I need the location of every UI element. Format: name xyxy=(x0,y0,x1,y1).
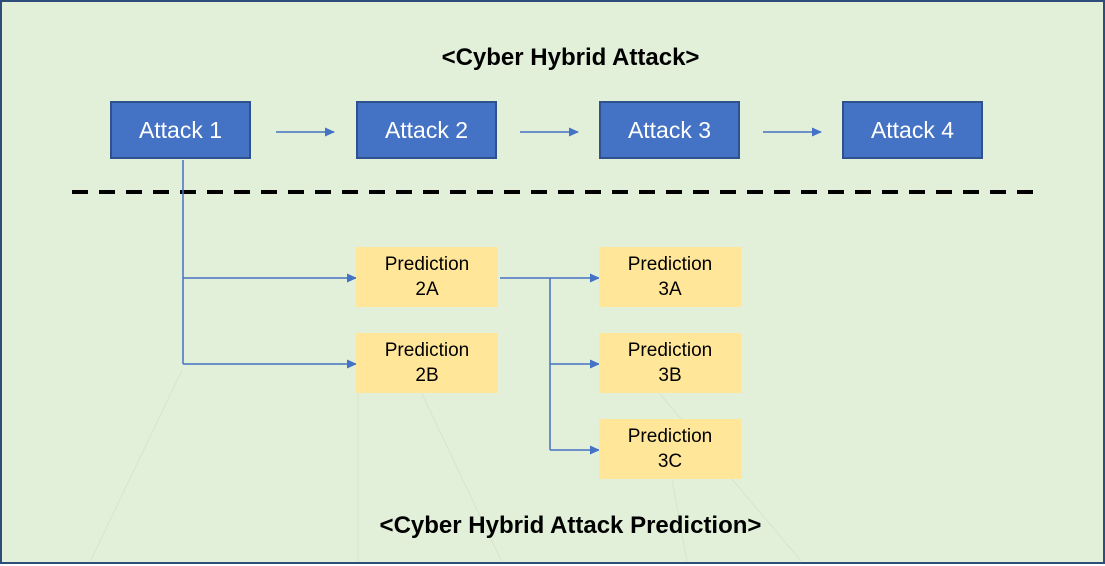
prediction-2b-line2: 2B xyxy=(415,365,439,386)
prediction-3b-line2: 3B xyxy=(658,365,682,386)
prediction-3a-line1: Prediction xyxy=(627,254,713,275)
attack-1-box: Attack 1 xyxy=(110,101,251,159)
prediction-2a-box: Prediction 2A xyxy=(356,247,498,307)
prediction-3b-box: Prediction 3B xyxy=(599,333,741,393)
prediction-2a-line2: 2A xyxy=(415,279,439,300)
title-cyber-hybrid-attack-prediction: <Cyber Hybrid Attack Prediction> xyxy=(379,512,762,539)
prediction-3c-box: Prediction 3C xyxy=(599,419,741,479)
prediction-2b-box: Prediction 2B xyxy=(356,333,498,393)
attack-2-box: Attack 2 xyxy=(356,101,497,159)
prediction-2a-line1: Prediction xyxy=(384,254,470,275)
prediction-3a-box: Prediction 3A xyxy=(599,247,741,307)
prediction-2b-line1: Prediction xyxy=(384,340,470,361)
prediction-3b-line1: Prediction xyxy=(627,340,713,361)
prediction-3c-line1: Prediction xyxy=(627,426,713,447)
title-cyber-hybrid-attack: <Cyber Hybrid Attack> xyxy=(441,44,700,71)
attack-3-box: Attack 3 xyxy=(599,101,740,159)
prediction-3a-line2: 3A xyxy=(658,279,682,300)
attack-4-box: Attack 4 xyxy=(842,101,983,159)
prediction-3c-line2: 3C xyxy=(657,451,683,472)
